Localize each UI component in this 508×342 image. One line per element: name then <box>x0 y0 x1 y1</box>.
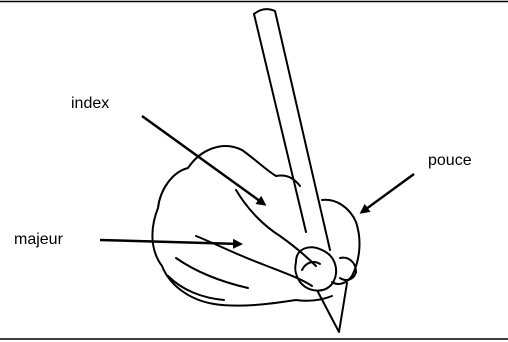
label-index: index <box>71 96 109 112</box>
palm-crease <box>168 276 224 300</box>
arrow-pouce <box>362 174 414 212</box>
label-majeur: majeur <box>14 232 63 248</box>
index-finger-line <box>236 190 316 266</box>
ring-finger-line <box>176 258 248 288</box>
hand-drawing <box>152 9 359 332</box>
arrow-index <box>142 116 264 204</box>
pen-shaft <box>254 9 330 250</box>
thumb-nail <box>340 258 356 280</box>
label-arrows <box>100 116 414 244</box>
arrow-majeur <box>100 240 240 244</box>
fingertip-inner <box>302 262 320 270</box>
pen-shaft-left <box>254 14 306 232</box>
label-pouce: pouce <box>428 153 472 169</box>
